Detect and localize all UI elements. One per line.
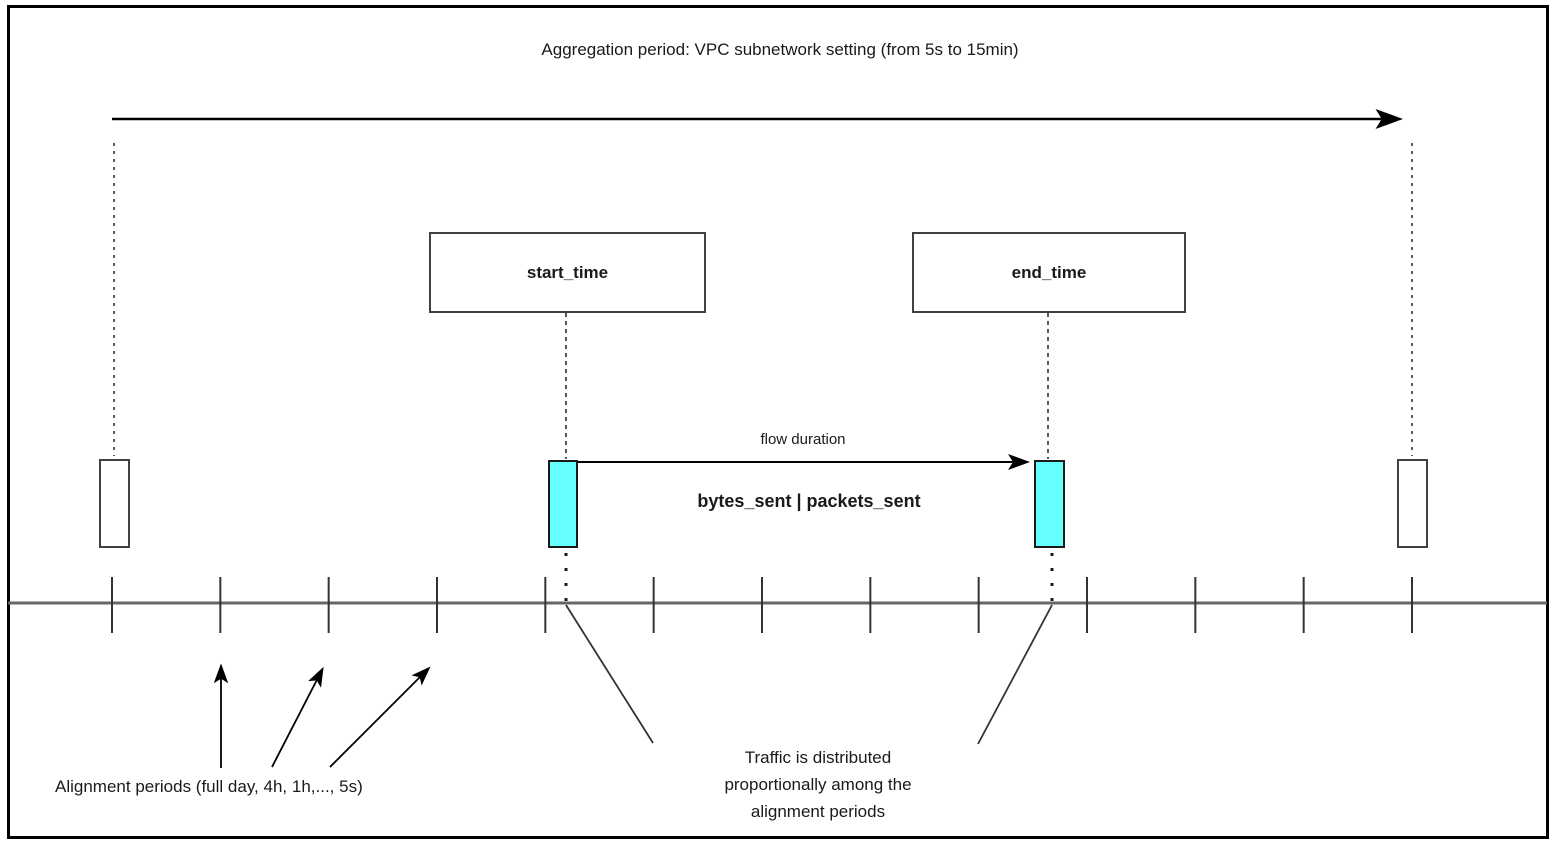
end-time-box — [912, 232, 1186, 313]
flow-duration-label: flow duration — [760, 431, 846, 448]
alignment-periods-label: Alignment periods (full day, 4h, 1h,...,… — [55, 777, 363, 796]
right-boundary-marker — [1397, 459, 1428, 548]
left-boundary-marker — [99, 459, 130, 548]
diagram-frame — [7, 5, 1549, 839]
traffic-note-leader-left — [565, 604, 654, 744]
end-time-label: end_time — [1011, 262, 1087, 282]
traffic-note-leader-right — [977, 604, 1053, 745]
timeline-ticks — [111, 577, 1413, 633]
traffic-note: Traffic is distributed proportionally am… — [724, 748, 912, 821]
diagram-title: Aggregation period: VPC subnetwork setti… — [541, 40, 1019, 59]
metrics-label: bytes_sent | packets_sent — [697, 491, 921, 511]
start-time-box — [429, 232, 706, 313]
alignment-arrow-2 — [271, 666, 324, 768]
alignment-arrow-3 — [329, 666, 431, 768]
flow-end-marker — [1034, 460, 1065, 548]
start-time-label: start_time — [526, 262, 609, 282]
flow-start-marker — [548, 460, 578, 548]
